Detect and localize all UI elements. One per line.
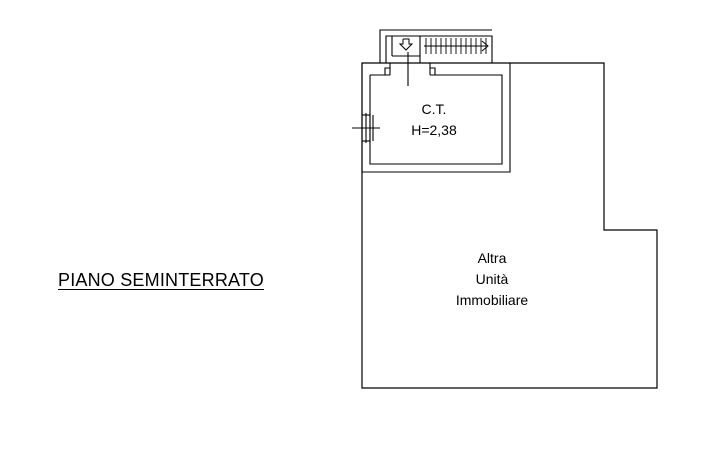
stair-enclosure	[379, 29, 493, 63]
other-unit-line-3: Immobiliare	[455, 292, 529, 308]
other-unit-line-2: Unità	[475, 271, 509, 287]
stair-direction-arrow	[424, 40, 489, 52]
other-unit-label: Altra Unità Immobiliare	[437, 248, 547, 311]
building-outline	[361, 62, 658, 389]
ct-room-name: C.T.	[421, 101, 447, 117]
ct-window	[352, 113, 380, 143]
down-arrow-icon	[398, 38, 414, 51]
ct-room-height: H=2,38	[411, 122, 457, 138]
other-unit-line-1: Altra	[477, 250, 507, 266]
floor-title: PIANO SEMINTERRATO	[58, 270, 264, 290]
